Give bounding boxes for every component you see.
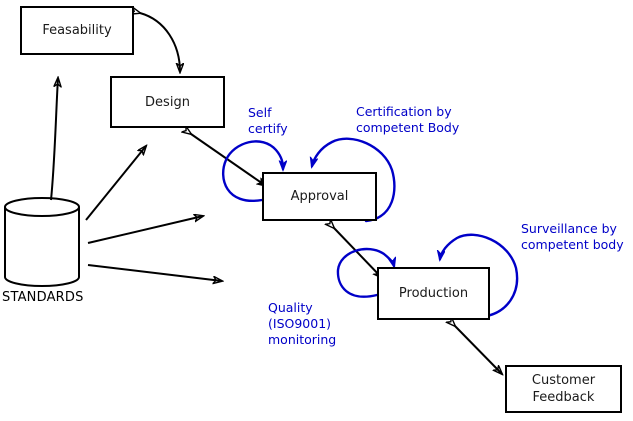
self-loop-approval-self-certify bbox=[222, 140, 283, 203]
node-approval[interactable]: Approval bbox=[262, 172, 377, 221]
node-design[interactable]: Design bbox=[110, 76, 225, 128]
flow-standards-production bbox=[87, 264, 222, 281]
node-production[interactable]: Production bbox=[377, 267, 490, 320]
annotation-self-certify: Self certify bbox=[248, 105, 288, 136]
flow-standards-feasability bbox=[50, 78, 58, 201]
flow-standards-approval bbox=[87, 216, 203, 244]
flow-design-approval bbox=[191, 134, 266, 186]
standards-cylinder-shape bbox=[4, 197, 80, 287]
flow-feasability-design bbox=[140, 13, 180, 72]
flow-approval-production bbox=[334, 228, 382, 278]
annotation-certification-by-competent-body: Certification by competent Body bbox=[356, 104, 460, 135]
annotation-quality-iso9001-monitoring: Quality (ISO9001) monitoring bbox=[268, 300, 337, 347]
node-standards-label: STANDARDS bbox=[2, 290, 84, 305]
flow-standards-design bbox=[85, 146, 146, 221]
node-customer-feedback[interactable]: Customer Feedback bbox=[505, 365, 622, 413]
self-loop-production-quality bbox=[336, 247, 394, 298]
node-feasability[interactable]: Feasability bbox=[20, 6, 134, 55]
flow-production-customer-feedback bbox=[455, 326, 502, 374]
self-loop-approval-certification bbox=[312, 137, 396, 223]
self-loop-production-surveillance bbox=[440, 233, 519, 319]
annotation-surveillance-by-competent-body: Surveillance by competent body bbox=[521, 221, 624, 252]
